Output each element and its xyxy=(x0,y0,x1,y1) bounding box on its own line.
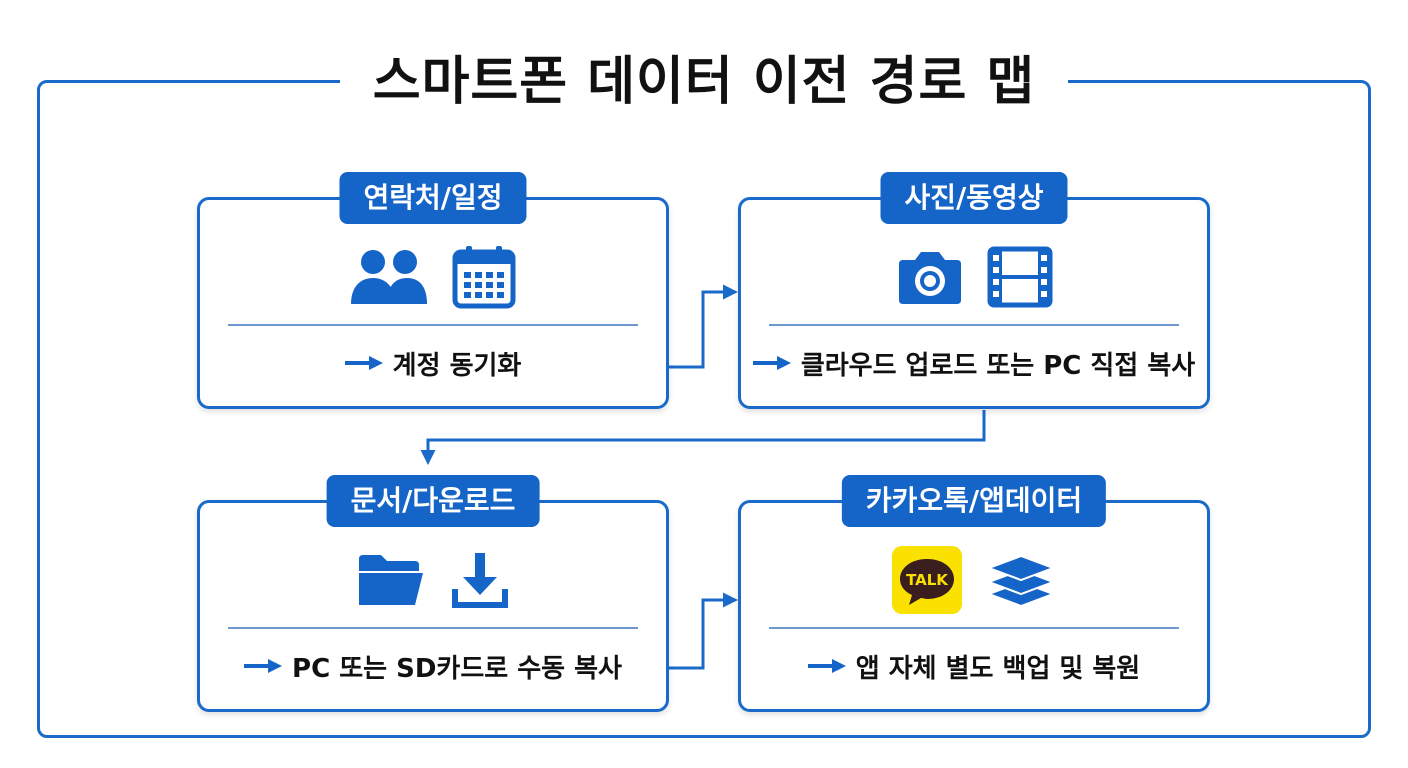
card-documents-downloads: 문서/다운로드 PC 또는 SD카드로 수동 복사 xyxy=(197,475,669,712)
calendar-icon xyxy=(451,244,517,314)
camera-icon xyxy=(895,248,965,310)
connector-1-to-2 xyxy=(668,284,738,369)
download-icon xyxy=(449,549,511,615)
card-divider xyxy=(769,627,1179,629)
connector-3-to-4 xyxy=(668,592,738,670)
card-divider xyxy=(228,324,638,326)
card-divider xyxy=(769,324,1179,326)
card-description: 계정 동기화 xyxy=(392,350,522,381)
connector-2-to-3 xyxy=(420,410,986,465)
arrow-right-icon xyxy=(752,348,791,378)
kakaotalk-icon-text: TALK xyxy=(906,571,949,589)
arrow-right-icon xyxy=(807,651,846,681)
film-icon xyxy=(987,246,1053,312)
card-label: 문서/다운로드 xyxy=(326,475,540,527)
arrow-right-icon xyxy=(244,651,283,681)
card-description: 앱 자체 별도 백업 및 복원 xyxy=(855,653,1141,684)
card-label: 카카오톡/앱데이터 xyxy=(841,475,1107,527)
kakaotalk-icon: TALK xyxy=(891,545,963,619)
card-label: 연락처/일정 xyxy=(339,172,527,224)
card-contacts-calendar: 연락처/일정 xyxy=(197,172,669,409)
layers-icon xyxy=(985,548,1057,616)
people-icon xyxy=(349,246,429,312)
arrow-right-icon xyxy=(344,348,383,378)
card-kakaotalk-appdata: 카카오톡/앱데이터 TALK 앱 자체 별도 백업 및 복원 xyxy=(738,475,1210,712)
card-photos-videos: 사진/동영상 xyxy=(738,172,1210,409)
card-description: PC 또는 SD카드로 수동 복사 xyxy=(292,653,622,684)
card-divider xyxy=(228,627,638,629)
card-label: 사진/동영상 xyxy=(880,172,1068,224)
page-title: 스마트폰 데이터 이전 경로 맵 xyxy=(340,42,1068,122)
card-description: 클라우드 업로드 또는 PC 직접 복사 xyxy=(800,350,1196,381)
folder-icon xyxy=(355,551,427,613)
